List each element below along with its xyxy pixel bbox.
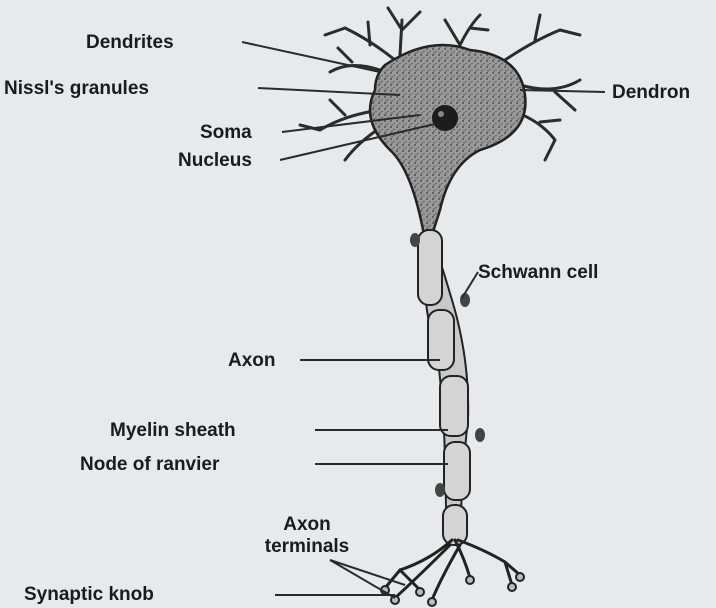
label-soma: Soma bbox=[200, 122, 252, 144]
label-nucleus: Nucleus bbox=[178, 150, 252, 172]
label-myelin-sheath: Myelin sheath bbox=[110, 420, 236, 442]
soma-body bbox=[370, 45, 525, 235]
nucleus-shape bbox=[432, 105, 458, 131]
label-axon: Axon bbox=[228, 350, 276, 372]
label-dendron: Dendron bbox=[612, 82, 690, 104]
label-synaptic-knob: Synaptic knob bbox=[24, 584, 154, 606]
label-nissl-granules: Nissl's granules bbox=[4, 78, 149, 100]
label-node-of-ranvier: Node of ranvier bbox=[80, 454, 219, 476]
label-axon-terminals-line2: terminals bbox=[252, 536, 362, 558]
label-schwann-cell: Schwann cell bbox=[478, 262, 598, 284]
axon-terminals bbox=[385, 540, 520, 600]
label-axon-terminals-line1: Axon bbox=[262, 514, 352, 536]
label-dendrites: Dendrites bbox=[86, 32, 174, 54]
